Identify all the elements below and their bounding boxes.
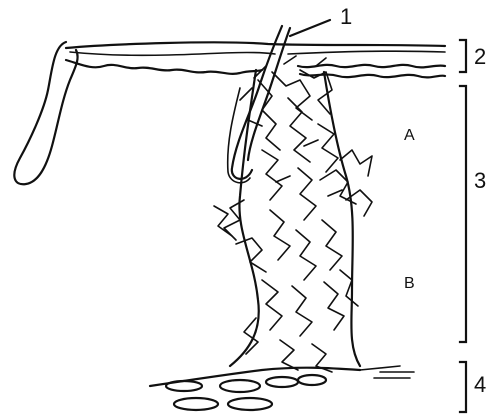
bracket-3: 3 (460, 86, 486, 342)
zone-b-label: B (404, 275, 415, 292)
label-1: 1 (340, 4, 352, 29)
bracket-2: 2 (460, 40, 486, 72)
left-curled-process (14, 42, 77, 184)
branching-mass (214, 56, 372, 372)
central-shaft (228, 26, 290, 183)
bracket-4-label: 4 (474, 372, 486, 397)
bracket-2-label: 2 (474, 44, 486, 69)
base-layer (150, 366, 414, 410)
bracket-3-label: 3 (474, 168, 486, 193)
bracket-4: 4 (460, 362, 486, 412)
callout-1: 1 (290, 4, 352, 36)
zone-a-label: A (404, 127, 415, 144)
